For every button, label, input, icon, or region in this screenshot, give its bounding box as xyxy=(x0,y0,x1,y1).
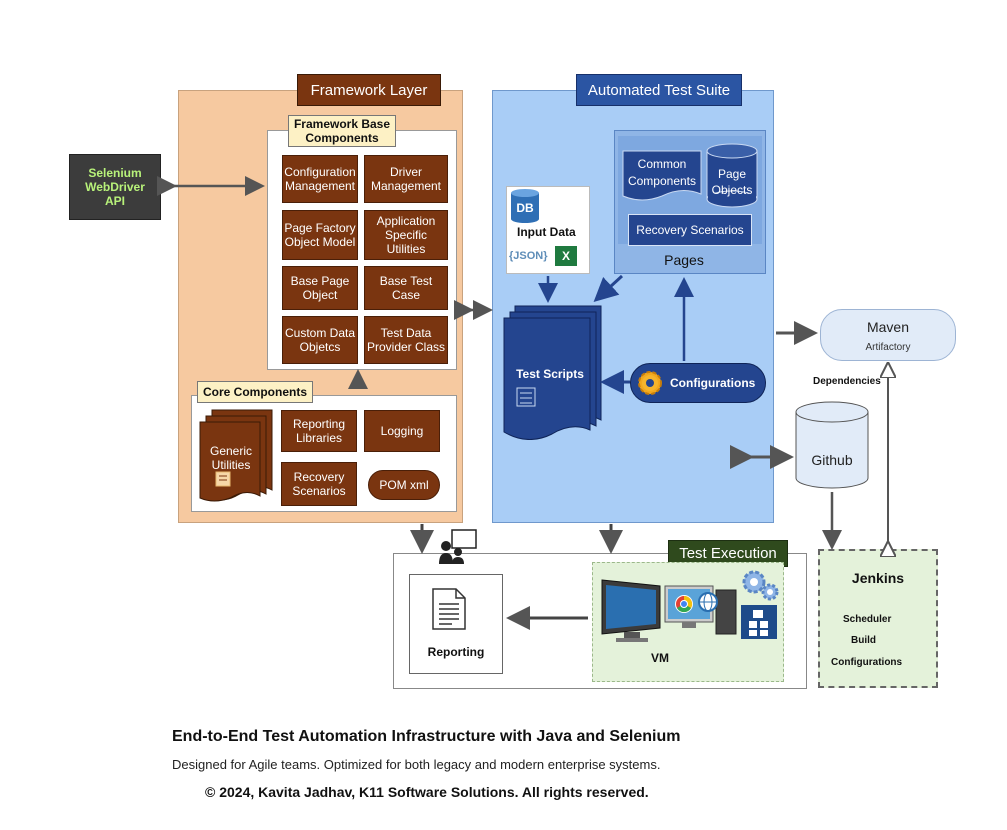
page-factory-box: Page Factory Object Model xyxy=(282,210,358,260)
jenkins-title: Jenkins xyxy=(851,570,905,586)
maven-title: Maven xyxy=(866,319,910,335)
jenkins-item-build: Build xyxy=(851,635,876,646)
generic-utilities-label: Generic Utilities xyxy=(209,444,253,472)
footer-title: End-to-End Test Automation Infrastructur… xyxy=(172,728,681,745)
jenkins-item-scheduler: Scheduler xyxy=(843,614,892,625)
test-data-provider-box: Test Data Provider Class xyxy=(364,316,448,364)
base-test-case-box: Base Test Case xyxy=(364,266,448,310)
pages-recovery-scenarios-box: Recovery Scenarios xyxy=(628,214,752,246)
gear-icon xyxy=(638,371,662,395)
automated-test-suite-title: Automated Test Suite xyxy=(576,74,742,106)
footer-subtitle: Designed for Agile teams. Optimized for … xyxy=(172,757,661,772)
github-cylinder xyxy=(795,401,869,489)
test-scripts-stack xyxy=(503,305,602,440)
monitor-icon xyxy=(601,579,661,642)
reporting-libraries-box: Reporting Libraries xyxy=(281,410,357,452)
test-scripts-label: Test Scripts xyxy=(516,367,584,381)
page-objects-label: Page Objects xyxy=(711,167,753,197)
framework-layer-title: Framework Layer xyxy=(297,74,441,106)
driver-management-box: Driver Management xyxy=(364,155,448,203)
json-icon: {JSON} xyxy=(509,250,548,262)
configuration-management-box: Configuration Management xyxy=(282,155,358,203)
settings-gears-icon xyxy=(742,570,779,601)
recovery-scenarios-core-box: Recovery Scenarios xyxy=(281,462,357,506)
pages-label: Pages xyxy=(664,252,704,268)
pom-xml-box: POM xml xyxy=(368,470,440,500)
logging-box: Logging xyxy=(364,410,440,452)
presenter-icon xyxy=(439,529,477,564)
server-icon xyxy=(741,605,777,639)
footer-copyright: © 2024, Kavita Jadhav, K11 Software Solu… xyxy=(205,784,649,800)
common-components-label: Common Components xyxy=(627,157,697,188)
document-icon xyxy=(432,588,466,630)
reporting-label: Reporting xyxy=(427,645,485,659)
jenkins-item-configurations: Configurations xyxy=(831,657,903,668)
application-utilities-box: Application Specific Utilities xyxy=(364,210,448,260)
framework-base-label: Framework Base Components xyxy=(288,115,396,147)
excel-icon: X xyxy=(555,246,577,266)
vm-label: VM xyxy=(651,651,669,665)
generic-utilities-stack xyxy=(199,409,273,502)
dependencies-label: Dependencies xyxy=(813,376,881,387)
page-objects-cylinder xyxy=(706,143,758,208)
maven-artifactory-label: Artifactory xyxy=(865,341,911,353)
workstation-icon xyxy=(664,585,737,635)
selenium-webdriver-box: Selenium WebDriver API xyxy=(69,154,161,220)
jenkins-box xyxy=(818,549,938,688)
maven-box xyxy=(820,309,956,361)
common-components-shape xyxy=(622,150,702,201)
base-page-object-box: Base Page Object xyxy=(282,266,358,310)
configurations-label: Configurations xyxy=(670,376,756,390)
db-label: DB xyxy=(516,201,534,215)
github-label: Github xyxy=(811,452,853,468)
input-data-label: Input Data xyxy=(517,225,576,239)
core-components-label: Core Components xyxy=(197,381,313,403)
database-icon xyxy=(511,189,539,223)
custom-data-objects-box: Custom Data Objetcs xyxy=(282,316,358,364)
